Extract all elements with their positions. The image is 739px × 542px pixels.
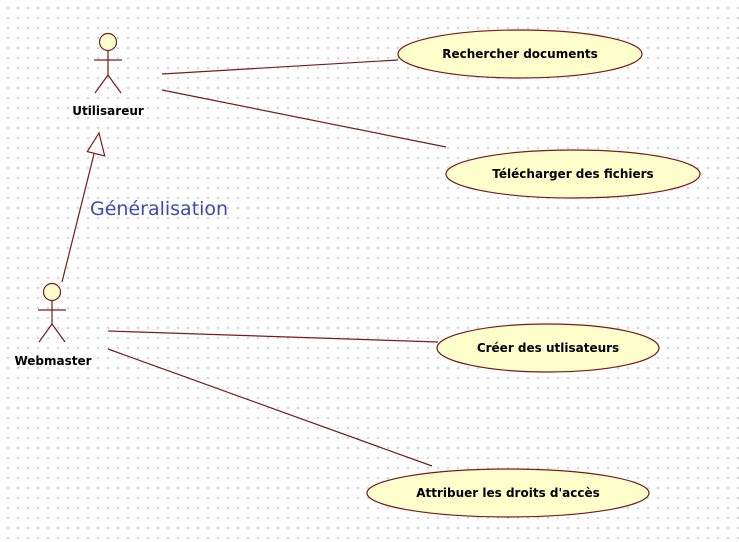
usecase-telecharger-ellipse[interactable] (445, 149, 701, 199)
usecase-telecharger-label: Télécharger des fichiers (492, 167, 654, 181)
association-webmaster-attribuer (107, 348, 433, 467)
actor-webmaster-label: Webmaster (14, 354, 92, 368)
actor-utilisateur-label: Utilisareur (72, 104, 144, 118)
usecase-rechercher-label: Rechercher documents (442, 47, 598, 61)
association-utilisateur-rechercher (161, 59, 399, 75)
usecase-creer-label: Créer des utlisateurs (476, 341, 620, 355)
usecase-rechercher-ellipse[interactable] (397, 29, 643, 79)
actor-webmaster-figure (38, 282, 66, 343)
usecase-attribuer-label: Attribuer les droits d'accès (416, 486, 600, 500)
generalization-arrowhead (86, 131, 106, 157)
usecase-creer-ellipse[interactable] (436, 323, 660, 373)
association-webmaster-creer (107, 330, 439, 343)
actor-utilisateur-figure (94, 32, 122, 94)
association-utilisateur-telecharger (161, 89, 447, 148)
usecase-attribuer-ellipse[interactable] (366, 468, 650, 518)
generalization-line (61, 153, 95, 283)
generalization-note: Généralisation (90, 198, 229, 220)
